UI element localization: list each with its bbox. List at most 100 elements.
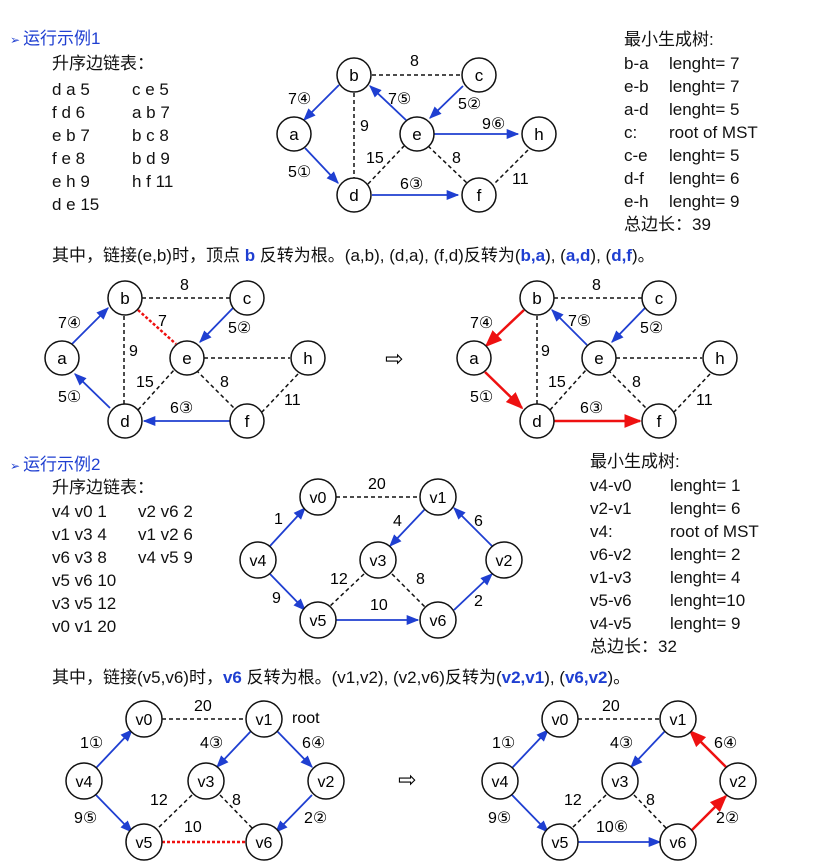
list-item: b d 9 bbox=[132, 149, 170, 168]
svg-text:root: root bbox=[292, 710, 320, 727]
svg-text:8: 8 bbox=[646, 792, 655, 809]
list-item: v5 v6 10 bbox=[52, 571, 117, 590]
svg-text:8: 8 bbox=[232, 792, 241, 809]
node-v3: v3 bbox=[187, 762, 225, 800]
svg-text:v4: v4 bbox=[76, 774, 93, 791]
example2-sorted-col1: v4 v0 1 v1 v3 4 v6 v3 8 v5 v6 10 v3 v5 1… bbox=[52, 500, 116, 638]
svg-text:6③: 6③ bbox=[170, 400, 193, 417]
node-f: f bbox=[229, 403, 265, 439]
node-v5: v5 bbox=[541, 823, 579, 861]
list-item: c e 5 bbox=[132, 80, 169, 99]
svg-text:9: 9 bbox=[360, 118, 369, 135]
svg-text:11: 11 bbox=[284, 392, 301, 409]
node-f: f bbox=[641, 403, 677, 439]
svg-text:v6: v6 bbox=[430, 613, 447, 630]
list-item: d e 15 bbox=[52, 195, 100, 214]
graph2-top-labels: 20 1 4 6 12 8 9 10 2 bbox=[272, 476, 483, 614]
node-v1: v1 bbox=[659, 700, 697, 738]
graph2-before-nodes: v0 v1 v4 v3 v2 v5 v6 bbox=[65, 700, 345, 861]
svg-text:v0: v0 bbox=[310, 490, 327, 507]
svg-text:d: d bbox=[120, 412, 129, 431]
mst-row: v4:root of MST bbox=[590, 522, 759, 541]
svg-text:20: 20 bbox=[368, 476, 386, 493]
svg-text:8: 8 bbox=[632, 374, 641, 391]
svg-text:d: d bbox=[532, 412, 541, 431]
example1-sorted-label: 升序边链表： bbox=[52, 54, 154, 73]
node-a: a bbox=[276, 116, 312, 152]
list-item: v1 v2 6 bbox=[138, 525, 193, 544]
svg-text:h: h bbox=[715, 349, 724, 368]
edge-e-b bbox=[369, 85, 408, 122]
svg-text:1①: 1① bbox=[80, 735, 103, 752]
node-v0: v0 bbox=[125, 700, 163, 738]
list-item: d a 5 bbox=[52, 80, 90, 99]
node-d: d bbox=[107, 403, 143, 439]
svg-text:f: f bbox=[245, 412, 250, 431]
svg-text:12: 12 bbox=[564, 792, 582, 809]
svg-text:15: 15 bbox=[136, 374, 154, 391]
svg-text:8: 8 bbox=[220, 374, 229, 391]
svg-text:e: e bbox=[594, 349, 603, 368]
example2-sorted-col2: v2 v6 2 v1 v2 6 v4 v5 9 bbox=[138, 500, 193, 569]
graph1-top: b c a e h d f 8 7④ 7⑤ 5② 9 9⑥ 15 8 5① 6③… bbox=[276, 53, 557, 213]
svg-text:c: c bbox=[655, 289, 664, 308]
svg-text:5①: 5① bbox=[288, 164, 311, 181]
svg-text:12: 12 bbox=[150, 792, 168, 809]
list-item: v3 v5 12 bbox=[52, 594, 117, 613]
graph1-before: b c a e h d f 8 7④ 7 5② 9 15 8 5① 6③ 11 bbox=[44, 277, 326, 439]
svg-text:v6: v6 bbox=[256, 835, 273, 852]
graph1-top-nodes: b c a e h d f bbox=[276, 57, 557, 213]
list-item: v6 v3 8 bbox=[52, 548, 107, 567]
node-f: f bbox=[461, 177, 497, 213]
svg-text:6: 6 bbox=[474, 513, 483, 530]
svg-text:b: b bbox=[120, 289, 129, 308]
node-v2: v2 bbox=[719, 762, 757, 800]
svg-text:9⑤: 9⑤ bbox=[488, 810, 511, 827]
list-item: f e 8 bbox=[52, 149, 86, 168]
graph2-top: v0 v1 v4 v3 v2 v5 v6 20 1 4 6 12 8 9 10 … bbox=[239, 476, 523, 639]
svg-text:b: b bbox=[532, 289, 541, 308]
list-item: e h 9 bbox=[52, 172, 90, 191]
node-v0: v0 bbox=[541, 700, 579, 738]
node-v6: v6 bbox=[245, 823, 283, 861]
svg-text:v2: v2 bbox=[730, 774, 747, 791]
svg-text:2②: 2② bbox=[304, 810, 327, 827]
edge-a-d bbox=[304, 147, 339, 184]
svg-text:f: f bbox=[477, 186, 482, 205]
svg-text:6④: 6④ bbox=[302, 735, 325, 752]
node-c: c bbox=[641, 280, 677, 316]
svg-text:10⑥: 10⑥ bbox=[596, 819, 628, 836]
graph2-after: v0 v1 v4 v3 v2 v5 v6 20 1① 4③ 6④ 12 8 9⑤… bbox=[481, 698, 757, 861]
svg-text:c: c bbox=[243, 289, 252, 308]
svg-text:8: 8 bbox=[416, 571, 425, 588]
node-c: c bbox=[461, 57, 497, 93]
node-a: a bbox=[456, 340, 492, 376]
example1-sorted-col1: d a 5 f d 6 e b 7 f e 8 e h 9 d e 15 bbox=[52, 78, 99, 216]
example1-sorted-col2: c e 5 a b 7 b c 8 b d 9 h f 11 bbox=[132, 78, 173, 193]
node-b: b bbox=[107, 280, 143, 316]
svg-text:8: 8 bbox=[180, 277, 189, 294]
edge-b-a bbox=[303, 84, 340, 121]
svg-text:4③: 4③ bbox=[200, 735, 223, 752]
svg-text:v3: v3 bbox=[370, 553, 387, 570]
svg-text:6③: 6③ bbox=[580, 400, 603, 417]
svg-text:v1: v1 bbox=[670, 712, 687, 729]
svg-text:2②: 2② bbox=[716, 810, 739, 827]
svg-text:6③: 6③ bbox=[400, 176, 423, 193]
svg-text:1: 1 bbox=[274, 511, 283, 528]
svg-text:v1: v1 bbox=[256, 712, 273, 729]
svg-text:12: 12 bbox=[330, 571, 348, 588]
graph2-before: v0 v1 v4 v3 v2 v5 v6 20 root 1① 4③ 6④ 12… bbox=[65, 698, 345, 861]
svg-text:15: 15 bbox=[366, 150, 384, 167]
node-v4: v4 bbox=[65, 762, 103, 800]
graph2-before-labels: 20 root 1① 4③ 6④ 12 8 9⑤ 10 2② bbox=[74, 698, 327, 836]
node-b: b bbox=[336, 57, 372, 93]
svg-text:1①: 1① bbox=[492, 735, 515, 752]
svg-text:v1: v1 bbox=[430, 490, 447, 507]
node-h: h bbox=[521, 116, 557, 152]
